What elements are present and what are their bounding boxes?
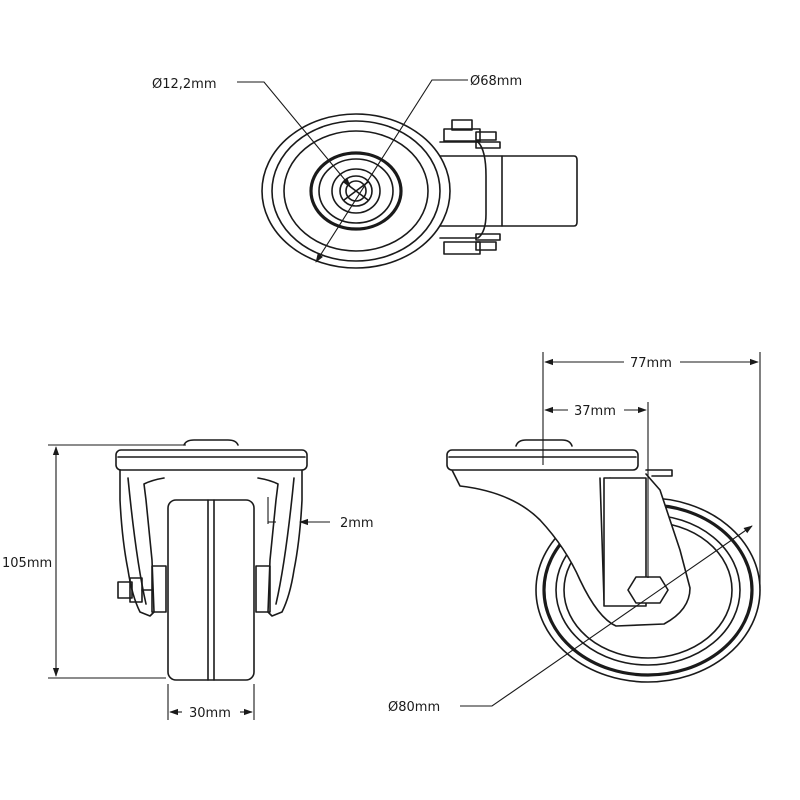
- front-view: [48, 439, 330, 720]
- offset-label: 37mm: [574, 404, 616, 419]
- plate-gap-label: 2mm: [340, 516, 374, 531]
- wheel-width-label: 30mm: [189, 706, 231, 721]
- side-view: [446, 352, 761, 707]
- side-wheel-diameter-label: Ø80mm: [388, 700, 440, 715]
- total-reach-label: 77mm: [630, 356, 672, 371]
- top-view: [237, 79, 578, 269]
- top-wheel-diameter-label: Ø68mm: [470, 74, 522, 89]
- bore-diameter-label: Ø12,2mm: [152, 77, 217, 92]
- height-label: 105mm: [2, 556, 52, 571]
